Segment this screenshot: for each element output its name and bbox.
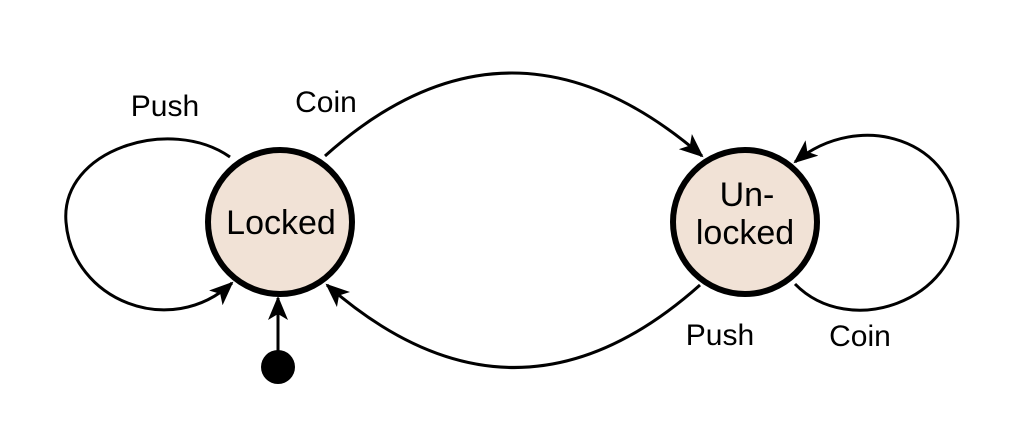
- state-locked: Locked: [205, 147, 355, 297]
- state-unlocked-circle: [670, 147, 820, 297]
- transition-locked-push-label: Push: [131, 90, 199, 123]
- transition-locked-push-arrow: [64, 137, 234, 312]
- transition-unlocked-push-arrow: [325, 283, 701, 369]
- transition-unlocked-coin-arrow: [793, 133, 960, 312]
- state-locked-label: Locked: [226, 204, 336, 242]
- transition-locked-coin-arrow: [323, 71, 704, 158]
- initial-state-dot: [261, 350, 295, 384]
- transition-unlocked-push-label: Push: [686, 319, 754, 352]
- state-locked-circle: [205, 147, 355, 297]
- state-unlocked-label-line1: Un-: [720, 176, 775, 214]
- state-unlocked: Un- locked: [670, 147, 820, 297]
- state-unlocked-label-line2: locked: [696, 214, 794, 252]
- transition-unlocked-coin-label: Coin: [829, 320, 891, 353]
- transition-locked-coin-label: Coin: [295, 86, 357, 119]
